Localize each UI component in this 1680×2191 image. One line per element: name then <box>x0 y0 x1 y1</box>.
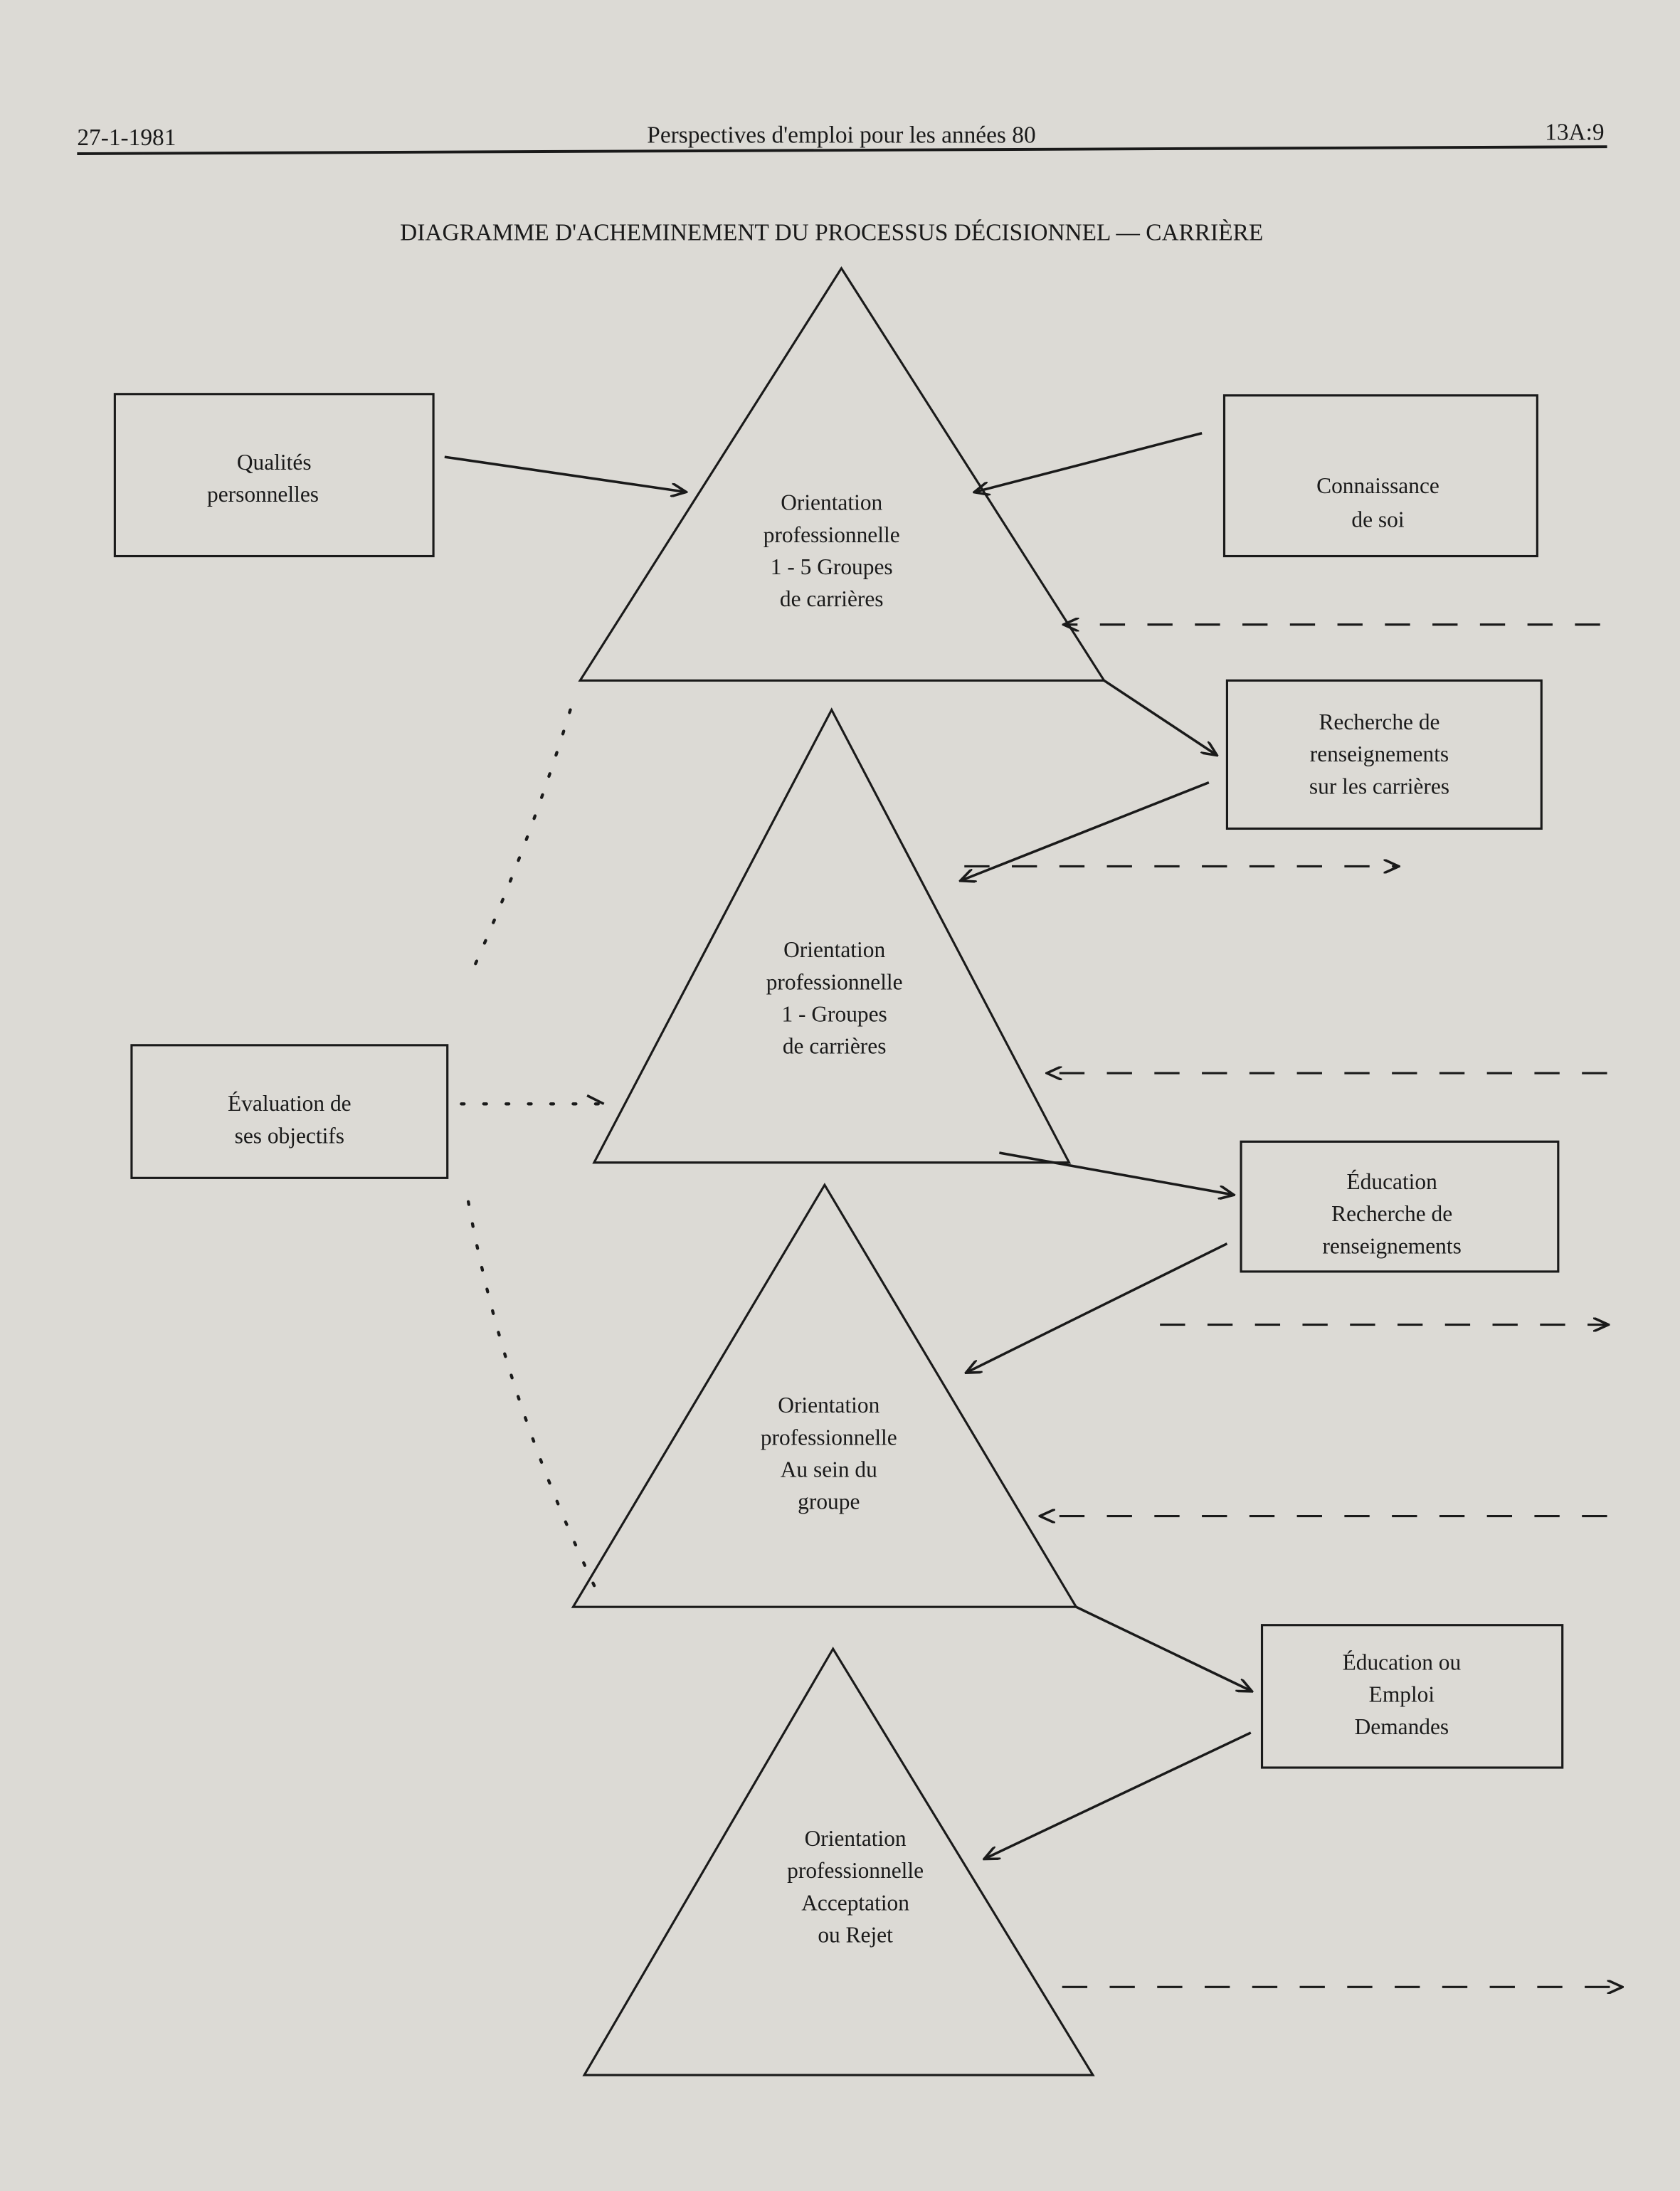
svg-text:sur les carrières: sur les carrières <box>1309 774 1449 798</box>
svg-text:personnelles: personnelles <box>207 482 319 507</box>
arrow-t1-to-recherche <box>1103 679 1216 754</box>
svg-text:Évaluation de: Évaluation de <box>228 1091 352 1116</box>
dotted-upper-feedback <box>473 708 572 966</box>
triangle-1-label: Orientation professionnelle 1 - 5 Groupe… <box>764 490 900 611</box>
svg-text:ses objectifs: ses objectifs <box>235 1123 344 1148</box>
svg-text:renseignements: renseignements <box>1322 1233 1461 1258</box>
arrow-t2-to-education <box>999 1151 1232 1195</box>
box-evaluation-objectifs: Évaluation de ses objectifs <box>130 1044 449 1179</box>
svg-text:professionnelle: professionnelle <box>766 969 903 994</box>
svg-text:Demandes: Demandes <box>1355 1714 1449 1739</box>
box-connaissance-de-soi: Connaissance de soi <box>1222 394 1538 558</box>
triangle-3-label: Orientation professionnelle Au sein du g… <box>761 1393 897 1514</box>
svg-text:Orientation: Orientation <box>783 937 885 962</box>
svg-text:de carrières: de carrières <box>780 586 884 611</box>
box-recherche-carrieres: Recherche de renseignements sur les carr… <box>1225 679 1543 830</box>
box-education-emploi: Éducation ou Emploi Demandes <box>1260 1624 1564 1769</box>
svg-text:de carrières: de carrières <box>783 1034 887 1059</box>
svg-text:professionnelle: professionnelle <box>787 1858 924 1883</box>
svg-text:renseignements: renseignements <box>1310 741 1449 766</box>
svg-text:Éducation ou: Éducation ou <box>1343 1650 1462 1675</box>
arrow-education-to-t3 <box>967 1242 1228 1373</box>
header-rule <box>77 145 1607 155</box>
svg-text:Qualités: Qualités <box>237 450 312 475</box>
svg-text:Orientation: Orientation <box>778 1393 879 1417</box>
svg-text:Au sein du: Au sein du <box>781 1457 877 1482</box>
svg-text:Recherche de: Recherche de <box>1319 709 1439 734</box>
svg-text:Emploi: Emploi <box>1369 1682 1435 1707</box>
svg-text:1 - Groupes: 1 - Groupes <box>782 1001 887 1026</box>
svg-text:Acceptation: Acceptation <box>801 1890 909 1915</box>
arrow-t3-to-education-emploi <box>1075 1605 1250 1691</box>
header-page-number: 13A:9 <box>1545 119 1604 145</box>
header-title: Perspectives d'emploi pour les années 80 <box>647 122 1035 148</box>
arrow-education-emploi-to-t4 <box>986 1731 1252 1859</box>
svg-text:Orientation: Orientation <box>781 490 882 515</box>
header-date: 27-1-1981 <box>77 125 176 151</box>
svg-text:professionnelle: professionnelle <box>761 1425 897 1450</box>
svg-text:de soi: de soi <box>1351 507 1404 532</box>
svg-text:Éducation: Éducation <box>1346 1169 1437 1194</box>
triangle-2-label: Orientation professionnelle 1 - Groupes … <box>766 937 903 1058</box>
triangle-stage-2 <box>592 707 1072 1164</box>
svg-text:professionnelle: professionnelle <box>764 522 900 547</box>
arrow-connaissance-to-t1 <box>976 432 1203 492</box>
triangle-4-label: Orientation professionnelle Acceptation … <box>787 1826 924 1947</box>
diagram-title: DIAGRAMME D'ACHEMINEMENT DU PROCESSUS DÉ… <box>400 220 1263 246</box>
svg-text:groupe: groupe <box>798 1489 860 1514</box>
triangle-stage-1 <box>578 266 1106 682</box>
triangle-stage-4 <box>582 1647 1095 2076</box>
svg-text:Orientation: Orientation <box>805 1826 907 1851</box>
dotted-arrowhead-icon <box>586 1094 605 1105</box>
box-qualites-personnelles: Qualités personnelles <box>113 393 435 558</box>
box-education-recherche: Éducation Recherche de renseignements <box>1240 1140 1560 1273</box>
arrow-recherche-to-t2 <box>961 781 1210 880</box>
svg-text:1 - 5 Groupes: 1 - 5 Groupes <box>771 554 893 579</box>
dotted-lower-feedback <box>467 1200 603 1602</box>
arrow-qualites-to-t1 <box>444 455 685 492</box>
triangle-stage-3 <box>571 1183 1079 1608</box>
svg-text:ou Rejet: ou Rejet <box>818 1922 893 1947</box>
svg-text:Connaissance: Connaissance <box>1316 473 1439 498</box>
svg-text:Recherche de: Recherche de <box>1331 1201 1452 1226</box>
